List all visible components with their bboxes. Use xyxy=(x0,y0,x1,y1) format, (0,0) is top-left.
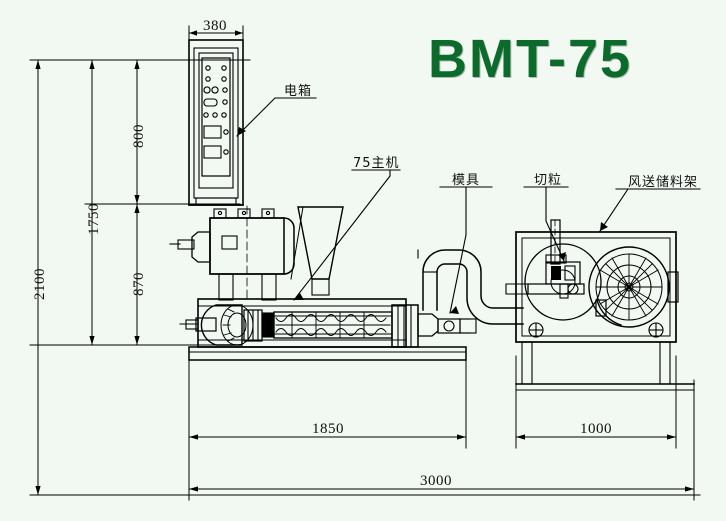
pelletizer-blower-unit xyxy=(505,219,695,391)
callout-main-machine: 75主机 xyxy=(353,156,400,171)
electrical-cabinet xyxy=(188,39,244,206)
page-title: BMT-75 xyxy=(428,29,633,89)
callout-mold: 模具 xyxy=(452,173,481,188)
dimension-extruder-length: 1850 xyxy=(312,421,344,437)
dimension-panel-top-height: 1750 xyxy=(86,203,102,235)
dimension-lines xyxy=(29,25,701,501)
dimension-overall-length: 3000 xyxy=(420,473,452,489)
dimension-panel-width: 380 xyxy=(203,18,227,34)
drive-motor xyxy=(169,205,295,301)
transfer-pipe xyxy=(417,249,524,325)
callout-leaders xyxy=(236,97,701,314)
feed-hopper xyxy=(290,206,344,296)
base-frame xyxy=(188,346,467,361)
dimension-panel-box-height: 800 xyxy=(131,124,147,148)
callout-pelletizing: 切粒 xyxy=(534,173,563,188)
dimension-machine-height: 870 xyxy=(131,272,147,296)
extruder-assembly xyxy=(179,298,477,348)
dimension-pelletizer-length: 1000 xyxy=(580,421,612,437)
dimension-overall-height: 2100 xyxy=(32,268,48,300)
callout-electrical-box: 电箱 xyxy=(284,84,313,99)
callout-air-conveying-rack: 风送储料架 xyxy=(628,175,699,190)
